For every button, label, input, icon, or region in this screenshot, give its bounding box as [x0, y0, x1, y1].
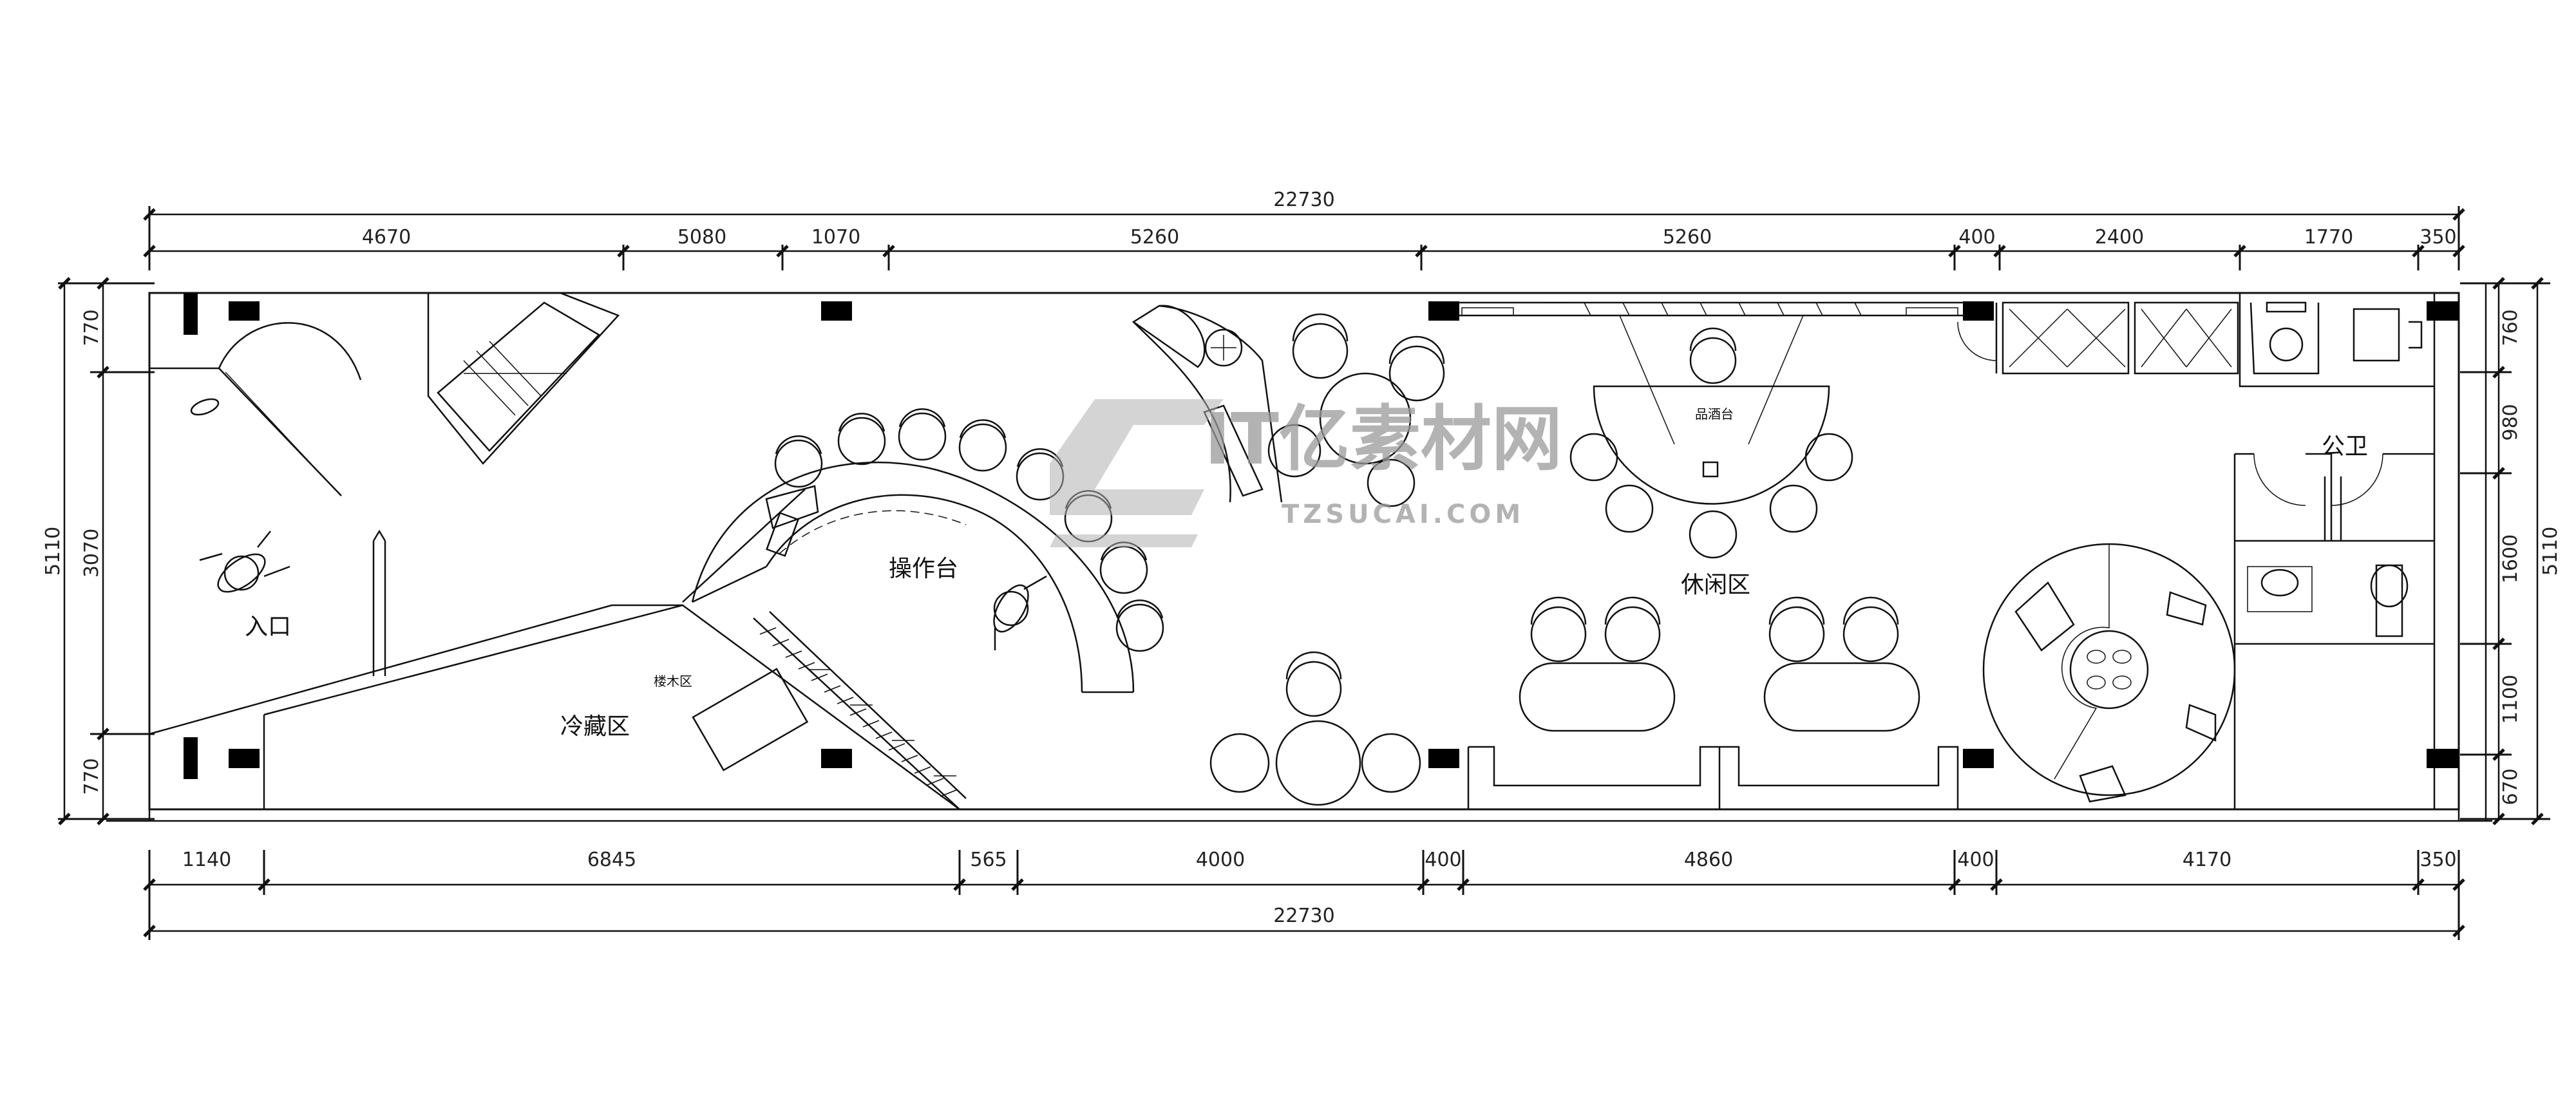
right-dimension-chain — [2460, 277, 2550, 825]
dim-top-1: 4670 — [362, 226, 411, 249]
dim-right-total: 5110 — [2539, 527, 2562, 576]
dim-bottom-total: 22730 — [1273, 905, 1334, 927]
outer-walls — [106, 283, 2492, 822]
dim-bottom-9: 350 — [2420, 849, 2456, 871]
watermark-brand: IT亿素材网 — [1204, 398, 1562, 480]
entrance-zone — [149, 322, 386, 676]
dim-bottom-3: 565 — [970, 849, 1007, 871]
dim-bottom-7: 400 — [1957, 849, 1994, 871]
cold-storage-zone — [149, 489, 967, 811]
person-figure-entrance — [199, 531, 290, 593]
dim-bottom-8: 4170 — [2183, 849, 2231, 871]
room-label-tasting-table: 品酒台 — [1695, 406, 1734, 422]
dim-left-3: 770 — [80, 758, 103, 795]
dim-top-6: 400 — [1958, 226, 1995, 249]
room-label-entrance: 入口 — [245, 614, 291, 640]
dim-bottom-5: 400 — [1425, 849, 1461, 871]
watermark-url: TZSUCAI.COM — [1282, 500, 1524, 529]
room-label-cold-storage: 冷藏区 — [560, 713, 630, 740]
dim-right-1: 760 — [2499, 309, 2522, 346]
lounge-sofas — [1467, 596, 1959, 809]
workstation-counter — [691, 408, 1164, 693]
top-dimension-chain — [143, 206, 2465, 270]
bottom-dimension-chain — [143, 850, 2465, 940]
display-cabinet-top — [427, 292, 620, 465]
structural-columns — [184, 293, 2459, 779]
dim-left-total: 5110 — [42, 527, 64, 576]
staircase — [753, 611, 967, 810]
dim-top-2: 5080 — [677, 226, 726, 249]
dim-left-2: 3070 — [80, 529, 103, 578]
dim-right-4: 1100 — [2499, 675, 2522, 724]
bar-stools — [774, 408, 1164, 652]
dim-right-2: 980 — [2499, 404, 2522, 440]
right-cabinets — [1957, 301, 2239, 375]
dim-left-1: 770 — [80, 309, 103, 346]
dim-top-5: 5260 — [1663, 226, 1712, 249]
watermark: IT亿素材网 TZSUCAI.COM — [1050, 398, 1562, 547]
room-label-stair-area: 楼木区 — [654, 673, 692, 689]
dim-top-total: 22730 — [1273, 189, 1334, 211]
dim-top-4: 5260 — [1130, 226, 1179, 249]
dim-right-5: 670 — [2499, 768, 2522, 805]
dim-bottom-2: 6845 — [587, 849, 636, 871]
tasting-table — [1569, 315, 1853, 559]
dim-bottom-4: 4000 — [1196, 849, 1245, 871]
person-figure-counter — [993, 575, 1047, 650]
room-label-workstation: 操作台 — [889, 556, 958, 582]
dim-top-3: 1070 — [811, 226, 860, 249]
left-dimension-chain — [58, 277, 155, 825]
room-label-restroom: 公卫 — [2322, 433, 2368, 460]
dim-top-7: 2400 — [2095, 226, 2144, 249]
wall-shelf-rail — [1459, 301, 1964, 317]
room-label-lounge: 休闲区 — [1681, 572, 1750, 598]
round-lounge-pod — [1982, 543, 2236, 803]
curved-bar-top — [1132, 305, 1283, 503]
dim-bottom-6: 4860 — [1684, 849, 1733, 871]
restroom — [2233, 293, 2434, 809]
dim-top-9: 350 — [2420, 226, 2456, 249]
dim-right-3: 1600 — [2499, 534, 2522, 583]
round-tables-center — [1209, 313, 1445, 806]
dim-top-8: 1770 — [2304, 226, 2353, 249]
dim-bottom-1: 1140 — [182, 849, 231, 871]
